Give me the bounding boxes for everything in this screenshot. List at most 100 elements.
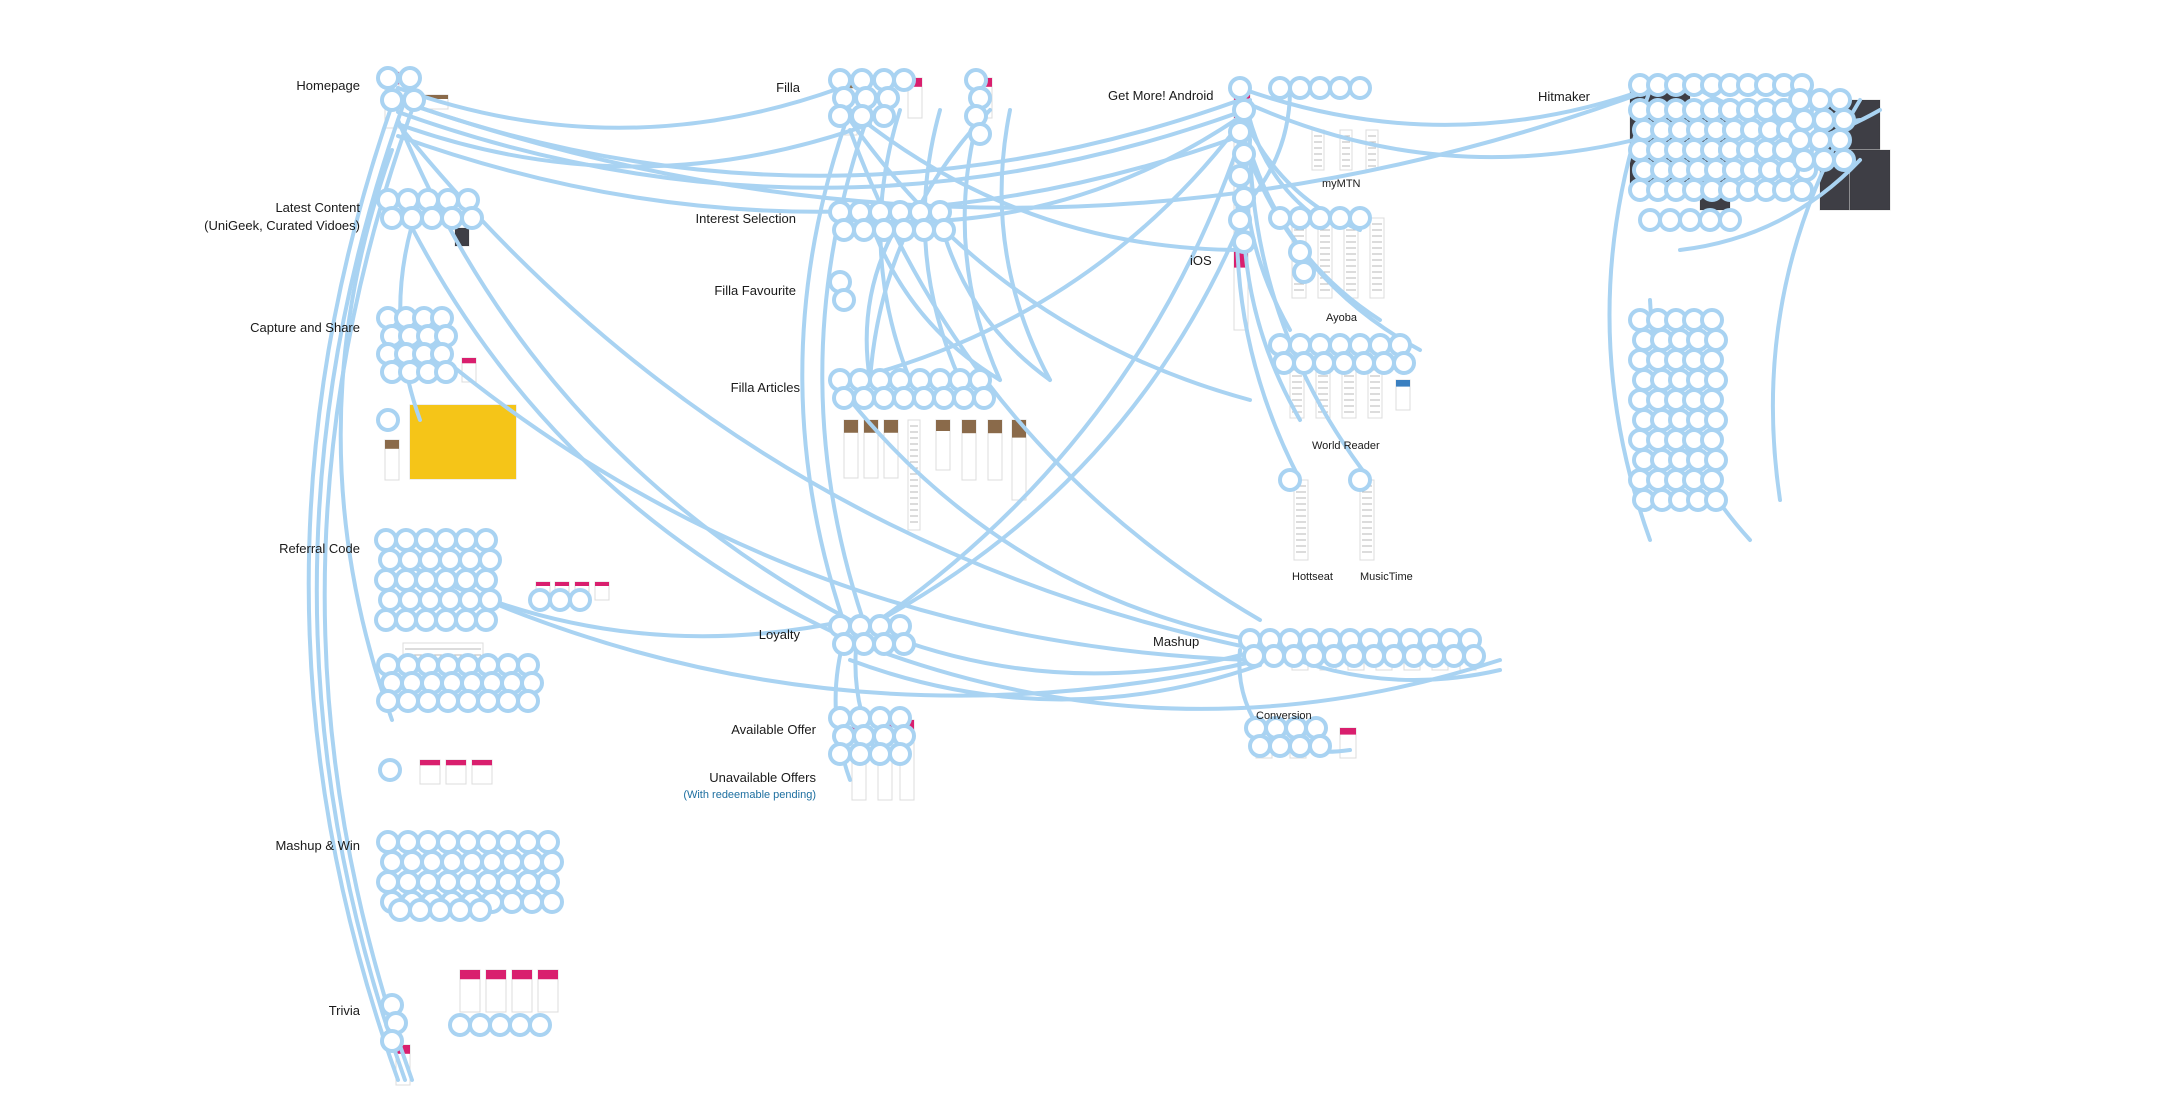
connector-node: [474, 528, 498, 552]
connector-node: [1248, 734, 1272, 758]
connector-node: [396, 870, 420, 894]
connector-node: [420, 206, 444, 230]
connector-node: [1268, 76, 1292, 100]
connector-node: [400, 850, 424, 874]
connector-node: [872, 104, 896, 128]
connector-node: [1812, 148, 1836, 172]
connector-node: [436, 870, 460, 894]
connector-node: [1328, 76, 1352, 100]
section-label-loyalty[interactable]: Loyalty: [758, 627, 800, 642]
connector-node: [540, 890, 564, 914]
connector-node: [496, 870, 520, 894]
screen-header: [595, 582, 609, 586]
connector-node: [1268, 206, 1292, 230]
connector-node: [1288, 734, 1312, 758]
connector-node: [460, 206, 484, 230]
screen-header: [555, 582, 569, 586]
section-label-interest-selection[interactable]: Interest Selection: [695, 211, 796, 226]
connector-node: [1392, 351, 1416, 375]
connector-node: [468, 898, 492, 922]
connector-node: [1402, 644, 1426, 668]
section-label-world-reader[interactable]: World Reader: [1312, 440, 1380, 452]
section-label-filla-favourite[interactable]: Filla Favourite: [714, 283, 796, 298]
connector-node: [1422, 644, 1446, 668]
connector-line: [800, 108, 852, 642]
connector-node: [454, 608, 478, 632]
screen-header: [962, 420, 976, 434]
connector-node: [1700, 308, 1724, 332]
screen-header: [988, 420, 1002, 434]
connector-node: [374, 528, 398, 552]
connector-line: [848, 108, 1252, 253]
connector-node: [414, 568, 438, 592]
section-label-ios[interactable]: iOS: [1190, 253, 1212, 268]
screen-header: [486, 970, 506, 980]
screen-header: [884, 420, 898, 433]
connector-node: [458, 588, 482, 612]
section-label-mashup-win[interactable]: Mashup & Win: [275, 838, 360, 853]
connector-node: [388, 898, 412, 922]
section-label-conversion[interactable]: Conversion: [1256, 710, 1312, 722]
section-label-filla-articles[interactable]: Filla Articles: [730, 380, 800, 395]
connector-node: [1808, 128, 1832, 152]
section-label-mymtn[interactable]: myMTN: [1322, 178, 1361, 190]
connector-node: [1288, 240, 1312, 264]
section-label-unavailable-offers-note: (With redeemable pending): [683, 789, 816, 801]
connector-line: [396, 86, 842, 130]
connector-node: [912, 218, 936, 242]
connector-node: [952, 386, 976, 410]
connector-node: [528, 1013, 552, 1037]
section-label-homepage[interactable]: Homepage: [296, 78, 360, 93]
connector-line: [322, 108, 414, 1082]
connector-node: [1268, 734, 1292, 758]
connector-node: [480, 850, 504, 874]
connector-node: [828, 742, 852, 766]
connector-line: [820, 108, 872, 642]
section-label-trivia[interactable]: Trivia: [328, 1003, 360, 1018]
connector-line: [848, 118, 1252, 402]
screen-header: [536, 582, 550, 586]
connector-node: [1704, 368, 1728, 392]
connector-node: [440, 206, 464, 230]
connector-node: [438, 588, 462, 612]
connector-node: [1232, 186, 1256, 210]
section-label-get-more-android[interactable]: Get More! Android: [1108, 88, 1214, 103]
connector-node: [1292, 260, 1316, 284]
section-label-unavailable-offers[interactable]: Unavailable Offers: [709, 770, 816, 785]
section-label-ayoba[interactable]: Ayoba: [1326, 312, 1357, 324]
section-label-referral-code[interactable]: Referral Code: [279, 541, 360, 556]
connector-line: [1770, 98, 1862, 502]
section-label-hitmaker[interactable]: Hitmaker: [1538, 89, 1591, 104]
connector-node: [434, 528, 458, 552]
connector-node: [520, 850, 544, 874]
connector-node: [1348, 76, 1372, 100]
connector-node: [1328, 206, 1352, 230]
section-label-available-offer[interactable]: Available Offer: [731, 722, 816, 737]
connector-node: [1678, 208, 1702, 232]
section-label-latest-content[interactable]: Latest Content: [275, 200, 360, 215]
section-label-hottseat[interactable]: Hottseat: [1292, 571, 1333, 583]
screen-header: [1396, 380, 1410, 387]
section-label-musictime[interactable]: MusicTime: [1360, 571, 1413, 583]
connector-node: [500, 890, 524, 914]
connector-node: [848, 742, 872, 766]
connector-node: [476, 870, 500, 894]
connector-node: [418, 548, 442, 572]
connector-node: [476, 689, 500, 713]
section-label-mashup[interactable]: Mashup: [1153, 634, 1200, 649]
connector-node: [1832, 148, 1856, 172]
connector-node: [400, 206, 424, 230]
connector-node: [376, 689, 400, 713]
connector-node: [1718, 208, 1742, 232]
connector-node: [1462, 644, 1486, 668]
connector-node: [376, 408, 400, 432]
connector-node: [478, 588, 502, 612]
connector-node: [852, 218, 876, 242]
connector-node: [496, 689, 520, 713]
connector-node: [1638, 208, 1662, 232]
section-label-capture-share[interactable]: Capture and Share: [250, 320, 360, 335]
section-label-filla[interactable]: Filla: [776, 80, 800, 95]
connector-node: [496, 830, 520, 854]
section-label-latest-content-sub: (UniGeek, Curated Vidoes): [204, 218, 360, 233]
